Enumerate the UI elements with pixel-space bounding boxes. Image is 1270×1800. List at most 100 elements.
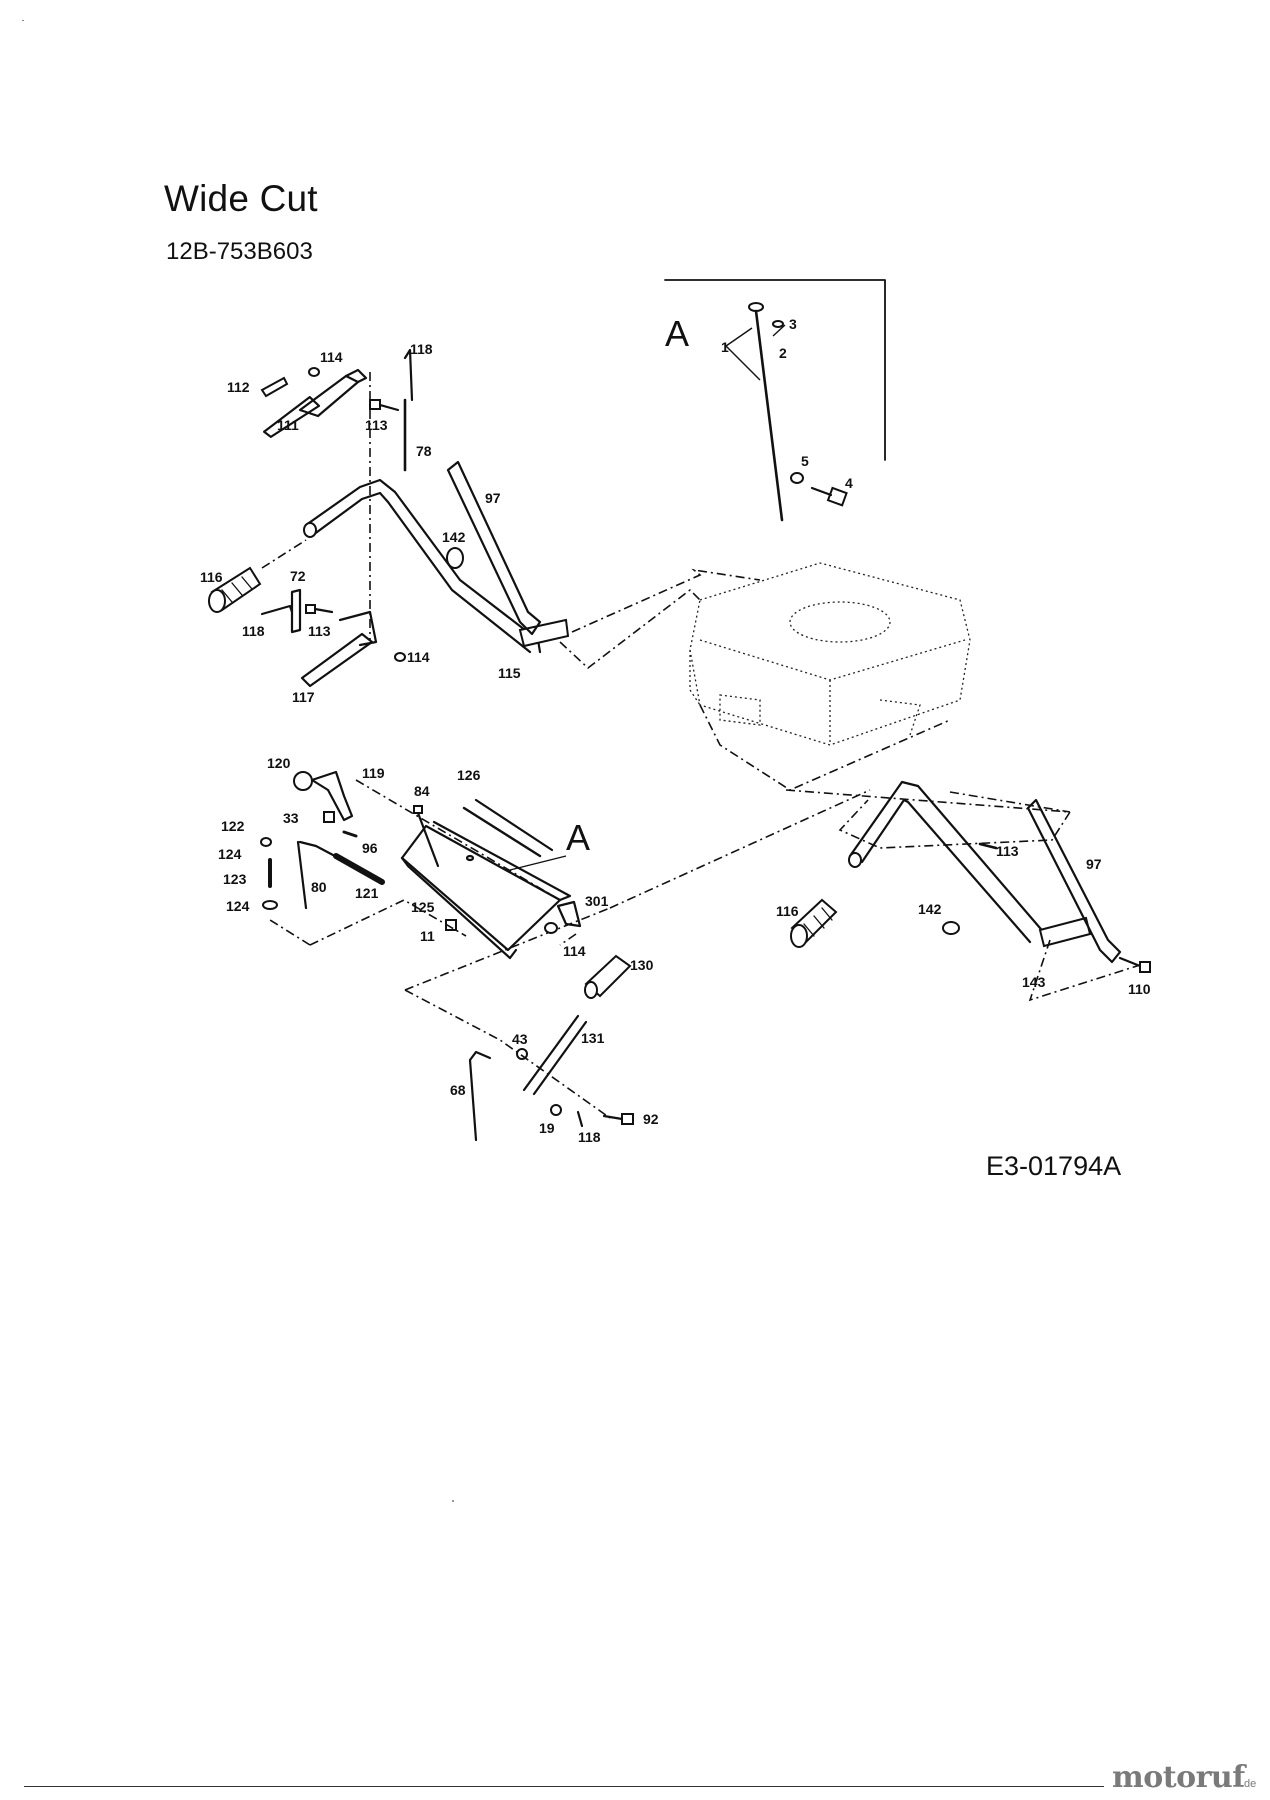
bolt-113-lower (305, 604, 334, 614)
label-part-117: 117 (292, 689, 315, 705)
label-part-113-lower: 113 (308, 623, 331, 639)
alignment-line (785, 789, 1072, 849)
alignment-line (404, 989, 611, 1119)
upper-handle-115 (303, 478, 570, 654)
label-part-96: 96 (362, 840, 378, 856)
label-part-72: 72 (290, 568, 306, 584)
label-part-124-lower: 124 (226, 898, 250, 914)
label-part-3: 3 (789, 316, 797, 332)
scan-artifact (452, 1500, 454, 1502)
bushing-142-upper (446, 547, 464, 569)
brand-logo-tld: .de (1241, 1778, 1257, 1790)
label-part-131: 131 (581, 1030, 605, 1046)
engine-outline (689, 562, 971, 746)
label-part-114-lower: 114 (407, 649, 430, 665)
label-part-126: 126 (457, 767, 481, 783)
bolt-84 (413, 805, 440, 868)
alignment-line (355, 779, 561, 901)
label-part-125: 125 (411, 899, 435, 915)
washer-19 (550, 1104, 562, 1116)
diagram-id: E3-01794A (986, 1151, 1122, 1181)
grip-116-upper (208, 566, 262, 613)
label-part-143: 143 (1022, 974, 1046, 990)
label-part-33: 33 (283, 810, 299, 826)
label-part-130: 130 (630, 957, 654, 973)
label-part-68: 68 (450, 1082, 466, 1098)
label-part-4: 4 (845, 475, 853, 491)
label-part-301: 301 (585, 893, 609, 909)
detail-a-frame (664, 279, 886, 461)
label-part-118-upper: 118 (410, 341, 433, 357)
part-labels: 1 2 3 4 5 72 78 97 111 112 113 113 114 1… (200, 316, 1151, 1145)
clip-118-shifter (576, 1110, 584, 1128)
dipstick (725, 302, 786, 522)
label-part-5: 5 (801, 453, 809, 469)
washer-114-lower (394, 652, 406, 662)
bolt-110 (1118, 956, 1151, 973)
alignment-line (309, 899, 467, 946)
label-part-114-panel: 114 (563, 943, 586, 959)
label-part-122: 122 (221, 818, 245, 834)
label-part-80: 80 (311, 879, 327, 895)
label-part-142-lower: 142 (918, 901, 942, 917)
rod-121 (333, 853, 385, 885)
model-number: 12B-753B603 (166, 238, 313, 265)
control-lever-117 (290, 588, 378, 688)
bolt-92 (602, 1113, 634, 1125)
label-part-1: 1 (721, 339, 729, 355)
label-part-112: 112 (227, 379, 250, 395)
label-part-92: 92 (643, 1111, 659, 1127)
label-part-78: 78 (416, 443, 432, 459)
washer-114-panel (544, 922, 558, 934)
spring-123 (260, 837, 278, 910)
knob-120 (293, 771, 313, 791)
label-part-114-upper: 114 (320, 349, 343, 365)
label-part-119: 119 (362, 765, 385, 781)
control-lever-111 (262, 368, 368, 438)
label-part-110: 110 (1128, 981, 1151, 997)
label-part-111: 111 (277, 417, 299, 433)
alignment-line (261, 539, 307, 569)
scan-artifact (22, 20, 24, 21)
label-part-115: 115 (498, 665, 521, 681)
pin-96 (342, 830, 358, 838)
label-part-84: 84 (414, 783, 430, 799)
label-part-142-upper: 142 (442, 529, 466, 545)
label-part-113-upper: 113 (365, 417, 388, 433)
grip-130 (584, 954, 632, 999)
label-part-120: 120 (267, 755, 291, 771)
grip-116-lower (790, 898, 838, 948)
rod-80 (296, 840, 352, 910)
rod-126 (462, 798, 554, 858)
panel-a-marker: A (566, 817, 590, 858)
footer-rule (24, 1786, 1104, 1787)
detail-a-marker: A (665, 313, 689, 354)
bolt-4 (790, 472, 848, 507)
brand-logo: motoruf (1112, 1760, 1245, 1795)
control-panel-125 (400, 820, 572, 960)
label-part-124-upper: 124 (218, 846, 242, 862)
label-part-118-lower: 118 (242, 623, 265, 639)
bushing-142-lower (942, 921, 960, 935)
brace-97-upper (446, 460, 542, 636)
bolt-113-right (978, 842, 998, 850)
washer-114-upper (308, 367, 320, 377)
bolt-113-upper (369, 399, 400, 412)
label-part-43: 43 (512, 1031, 528, 1047)
lever-119 (310, 770, 354, 822)
label-part-116-lower: 116 (776, 903, 799, 919)
label-part-97-lower: 97 (1086, 856, 1102, 872)
bracket-301 (556, 900, 582, 928)
lower-handle-143 (848, 780, 1092, 948)
shift-rod-131 (522, 1014, 588, 1096)
label-part-11: 11 (420, 928, 435, 944)
nut-33 (323, 811, 335, 823)
diagram-title: Wide Cut (164, 178, 318, 219)
label-part-116-upper: 116 (200, 569, 223, 585)
label-part-113-right: 113 (996, 843, 1019, 859)
rod-68 (468, 1050, 492, 1142)
label-part-118-shifter: 118 (578, 1129, 601, 1145)
label-part-97-upper: 97 (485, 490, 501, 506)
pin-112 (260, 376, 289, 398)
